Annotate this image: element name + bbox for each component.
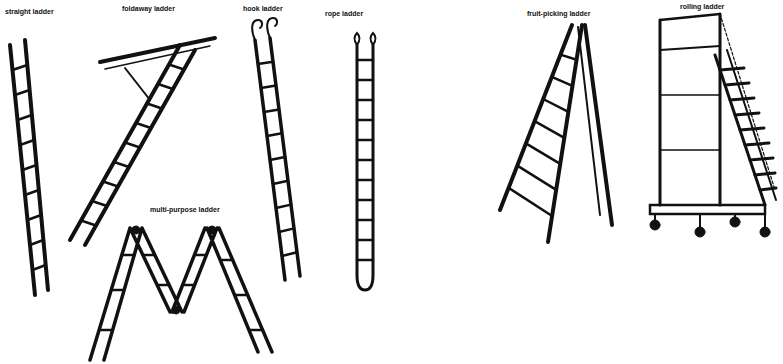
fruit-picking-ladder [500, 25, 612, 242]
hook-ladder [252, 18, 300, 280]
rope-ladder [355, 33, 376, 290]
straight-ladder [10, 40, 48, 295]
foldaway-ladder [70, 38, 215, 245]
ladder-label: foldaway ladder [122, 5, 175, 12]
ladder-label: hook ladder [243, 5, 283, 12]
ladder-label: fruit-picking ladder [527, 10, 590, 17]
multi-purpose-ladder [90, 226, 272, 360]
ladder-label: straight ladder [5, 8, 54, 15]
ladder-label: rope ladder [325, 10, 363, 17]
ladder-label: multi-purpose ladder [150, 206, 220, 213]
ladder-label: rolling ladder [680, 3, 724, 10]
rolling-ladder [650, 14, 776, 237]
